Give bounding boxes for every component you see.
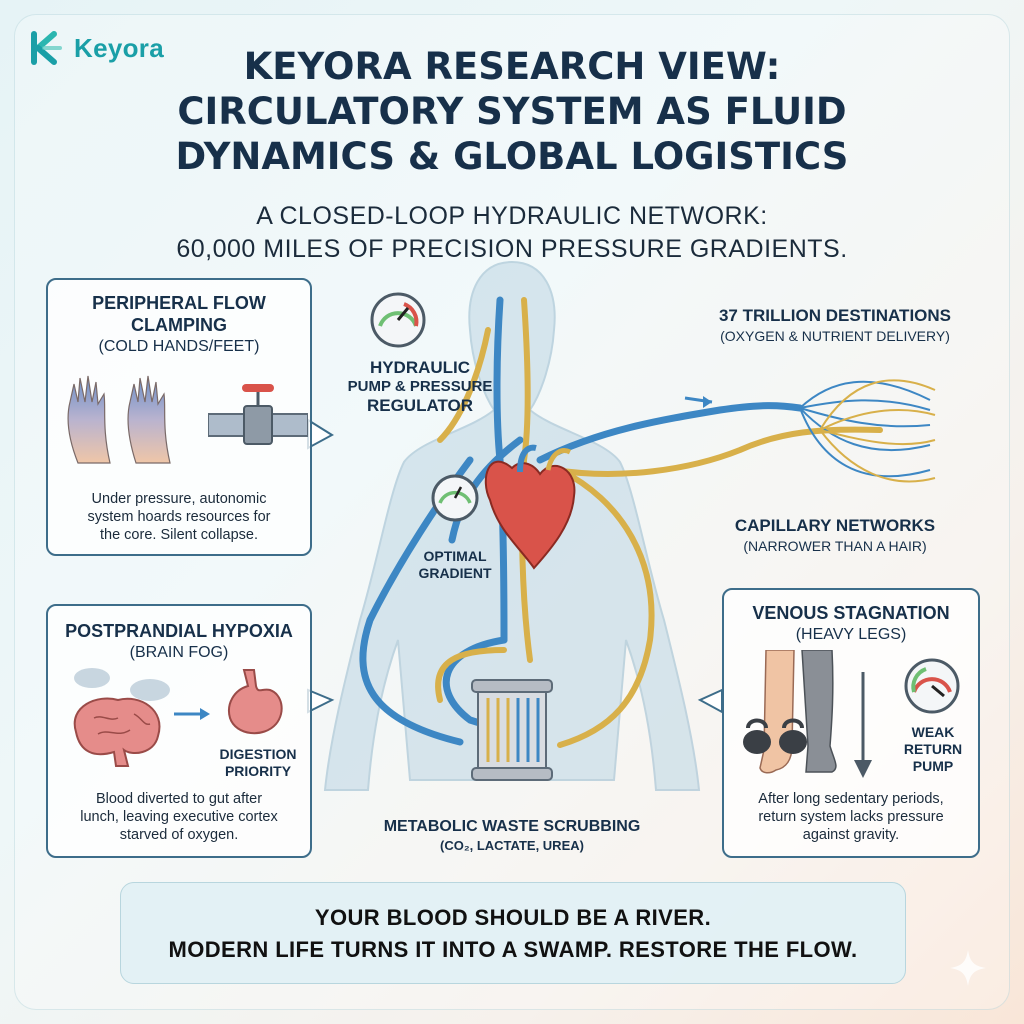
capillary-icon [799, 379, 936, 483]
hands-icon [67, 375, 171, 464]
weak-pump-label-line: RETURN [903, 741, 963, 757]
arrow-icon [174, 708, 210, 720]
brain-icon [73, 668, 170, 767]
gradient-label-line: GRADIENT [418, 565, 492, 581]
page-title: KEYORA RESEARCH VIEW: CIRCULATORY SYSTEM… [100, 44, 924, 179]
destinations-label: 37 TRILLION DESTINATIONS [718, 306, 952, 325]
panel-body-line: Under pressure, autonomic [91, 491, 267, 507]
waste-sublabel: (CO₂, LACTATE, UREA) [440, 838, 584, 853]
panel-postprandial-hypoxia: POSTPRANDIAL HYPOXIA (BRAIN FOG) DIGESTI… [46, 604, 312, 858]
panel-subtitle: (BRAIN FOG) [129, 644, 229, 661]
weak-pump-label-line: WEAK [911, 724, 955, 740]
page-subtitle: A CLOSED-LOOP HYDRAULIC NETWORK: 60,000 … [150, 200, 874, 266]
pressure-gauge-icon [370, 292, 426, 348]
capillary-sublabel: (NARROWER THAN A HAIR) [743, 538, 927, 554]
gradient-label: OPTIMAL GRADIENT [405, 548, 505, 582]
down-arrow-icon [854, 672, 872, 778]
digestion-label-line: PRIORITY [224, 763, 292, 779]
capillary-label: CAPILLARY NETWORKS [734, 516, 936, 535]
title-line: KEYORA RESEARCH VIEW: [243, 45, 781, 88]
pump-label-line: PUMP & PRESSURE [347, 378, 493, 395]
waste-label: METABOLIC WASTE SCRUBBING [383, 818, 641, 835]
panel-body: Blood diverted to gut after lunch, leavi… [58, 790, 300, 844]
destinations-sublabel: (OXYGEN & NUTRIENT DELIVERY) [720, 328, 950, 344]
panel-body: After long sedentary periods, return sys… [732, 790, 970, 844]
panel-body-line: starved of oxygen. [119, 827, 239, 843]
footer-banner: YOUR BLOOD SHOULD BE A RIVER. MODERN LIF… [120, 882, 906, 984]
panel-venous-stagnation: VENOUS STAGNATION (HEAVY LEGS) WEAK RETU… [722, 588, 980, 858]
pressure-gauge-icon [431, 474, 479, 522]
gradient-label-line: OPTIMAL [423, 548, 487, 564]
digestion-label-line: DIGESTION [219, 746, 297, 762]
panel-body-line: Blood diverted to gut after [95, 791, 263, 807]
stomach-icon [228, 669, 283, 735]
panel-body-line: After long sedentary periods, [758, 791, 944, 807]
kettlebell-icon [743, 718, 807, 754]
panel-title: PERIPHERAL FLOW [92, 293, 266, 313]
panel-body-line: the core. Silent collapse. [100, 527, 258, 543]
panel-subtitle: (COLD HANDS/FEET) [98, 338, 260, 355]
panel-subtitle: (HEAVY LEGS) [795, 626, 907, 643]
weak-pump-label-line: PUMP [912, 758, 954, 774]
heart-icon [484, 444, 576, 570]
panel-body-line: against gravity. [802, 827, 900, 843]
leg-icon [759, 650, 837, 774]
pump-label: HYDRAULIC PUMP & PRESSURE REGULATOR [330, 358, 510, 415]
subtitle-line: A CLOSED-LOOP HYDRAULIC NETWORK: [256, 202, 768, 230]
panel-title: POSTPRANDIAL HYPOXIA [65, 621, 293, 641]
panel-title: CLAMPING [131, 315, 227, 335]
keyora-logo-icon [31, 31, 62, 65]
title-line: CIRCULATORY SYSTEM AS FLUID [177, 90, 847, 133]
panel-title: VENOUS STAGNATION [752, 603, 950, 623]
title-line: DYNAMICS & GLOBAL LOGISTICS [175, 135, 849, 178]
banner-line: MODERN LIFE TURNS IT INTO A SWAMP. RESTO… [168, 937, 858, 962]
pressure-gauge-icon [904, 658, 960, 714]
pump-label-line: HYDRAULIC [369, 358, 471, 377]
banner-line: YOUR BLOOD SHOULD BE A RIVER. [314, 905, 712, 930]
brand-name: Keyora [74, 32, 164, 63]
panel-body-line: lunch, leaving executive cortex [80, 809, 278, 825]
pump-label-line: REGULATOR [366, 396, 474, 415]
panel-body-line: return system lacks pressure [758, 809, 944, 825]
brand: Keyora [26, 28, 164, 68]
weak-pump-label: WEAK RETURN PUMP [896, 724, 970, 775]
sparkle-icon [950, 950, 986, 986]
digestion-label: DIGESTION PRIORITY [208, 746, 308, 780]
panel-body: Under pressure, autonomic system hoards … [58, 490, 300, 544]
subtitle-line: 60,000 MILES OF PRECISION PRESSURE GRADI… [176, 235, 848, 263]
panel-body-line: system hoards resources for [87, 509, 271, 525]
filter-icon [471, 679, 553, 781]
valve-icon [208, 384, 308, 445]
panel-peripheral-flow: PERIPHERAL FLOW CLAMPING (COLD HANDS/FEE… [46, 278, 312, 556]
